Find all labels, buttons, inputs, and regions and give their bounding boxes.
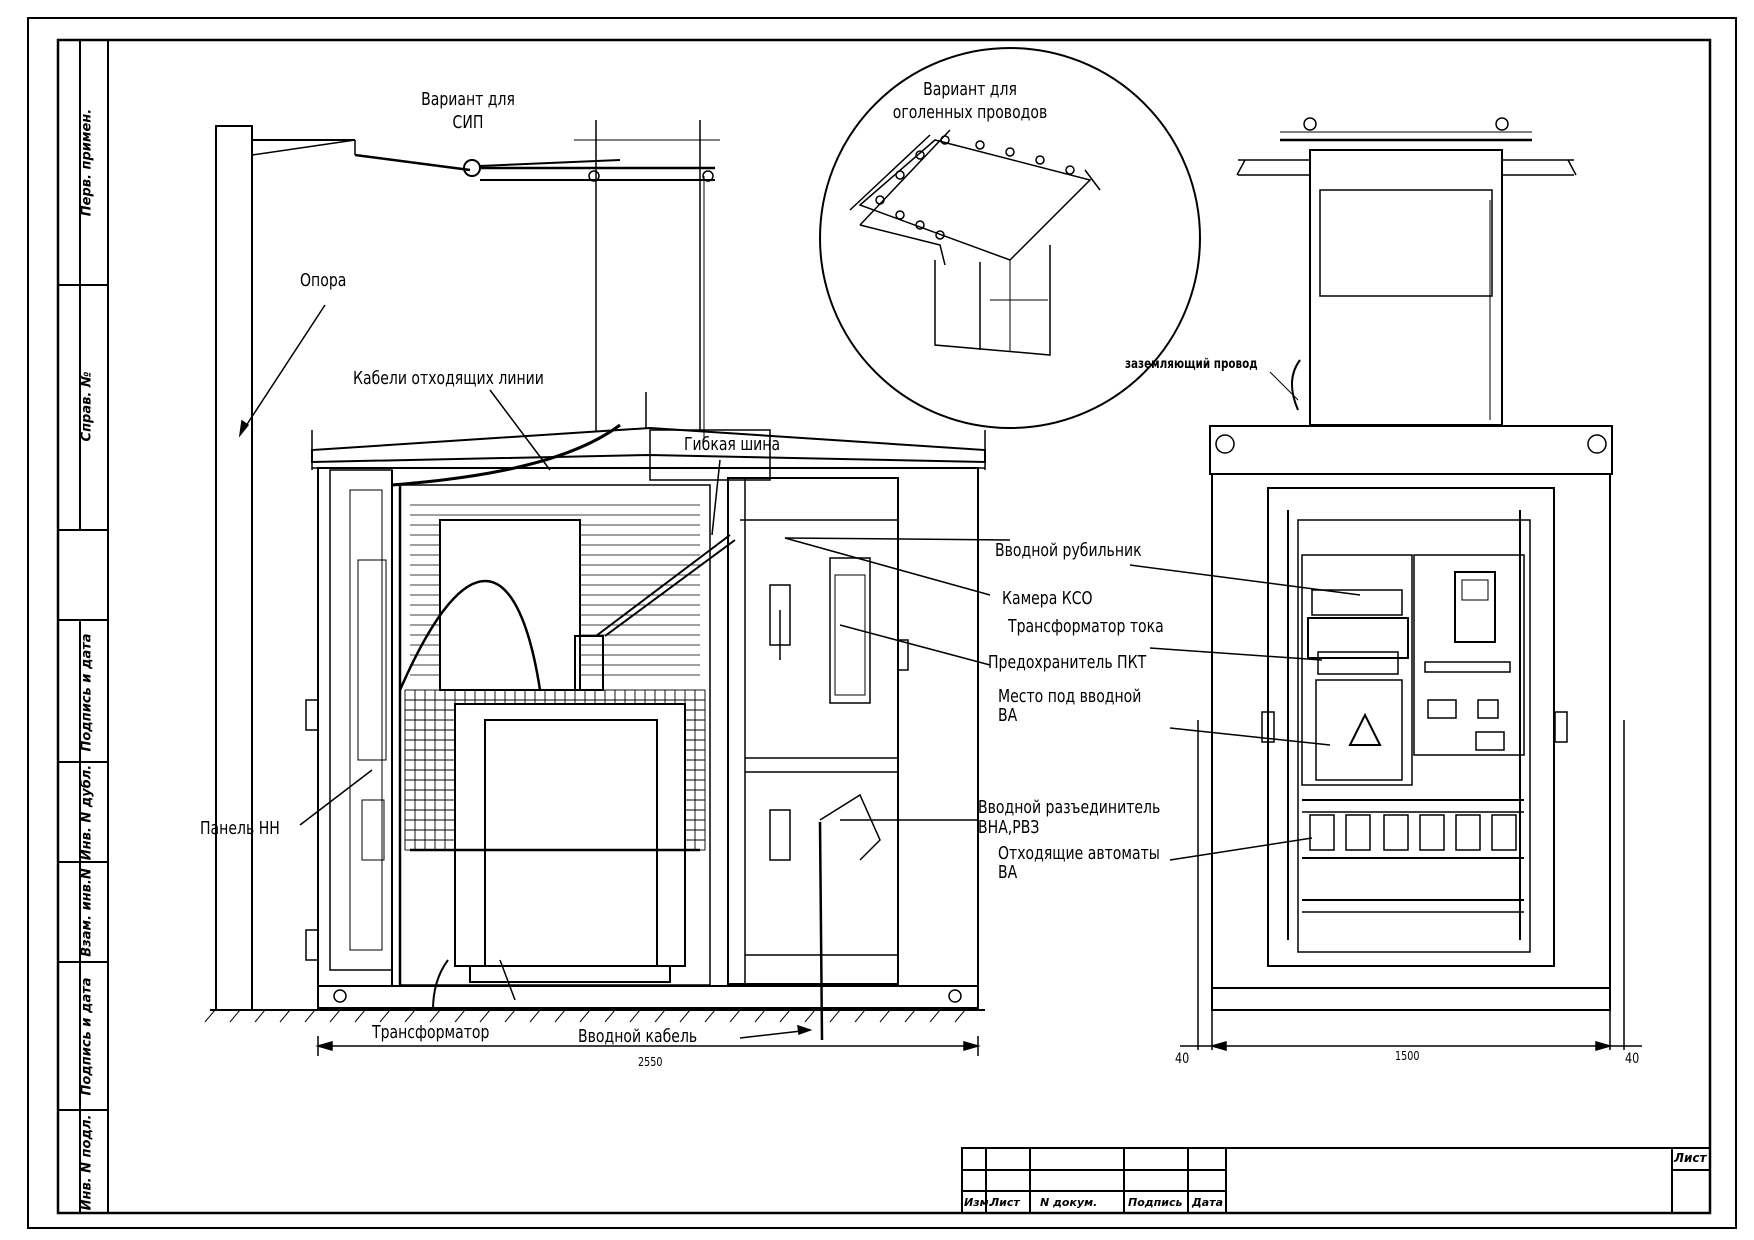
title-col-doc: N докум. — [1040, 1196, 1098, 1209]
label-opora: Опора — [300, 270, 347, 291]
title-col-date: Дата — [1192, 1196, 1224, 1209]
pole — [215, 125, 253, 1011]
label-input-breaker-place: Место под вводной ВА — [998, 686, 1142, 726]
stamp-cell-6: Подпись и дата — [79, 977, 95, 1096]
label-kso-chamber: Камера КСО — [1002, 588, 1093, 609]
label-input-disconnector: Вводной разъединитель ВНА,РВЗ — [978, 797, 1161, 838]
label-input-switch: Вводной рубильник — [995, 540, 1142, 561]
title-col-izm: Изм. — [964, 1196, 993, 1209]
label-variant-sip: Вариант для СИП — [421, 89, 515, 134]
label-cables-outgoing: Кабели отходящих линии — [353, 368, 544, 389]
stamp-cell-2: Справ. № — [79, 371, 95, 442]
dimension-right-40: 40 — [1625, 1051, 1640, 1067]
front-view — [1180, 117, 1642, 1051]
front-view-leaders — [784, 537, 1361, 861]
detail-title: Вариант для оголенных проводов — [892, 79, 1048, 124]
label-transformer: Трансформатор — [372, 1022, 490, 1043]
side-stamp-grid — [58, 40, 109, 1213]
detail-circle — [819, 47, 1201, 429]
stamp-cell-7: Инв. N подл. — [79, 1114, 95, 1211]
label-input-cable: Вводной кабель — [578, 1026, 698, 1047]
dimension-left-40: 40 — [1175, 1051, 1190, 1067]
title-col-list: Лист — [990, 1196, 1020, 1209]
front-body — [1211, 473, 1611, 989]
dimension-2550: 2550 — [638, 1055, 663, 1069]
label-outgoing-breakers: Отходящие автоматы ВА — [998, 843, 1160, 883]
stamp-cell-1: Перв. примен. — [79, 108, 95, 217]
label-current-transformer: Трансформатор тока — [1008, 616, 1164, 637]
label-flexible-bus: Гибкая шина — [684, 434, 781, 455]
side-view-leaders — [238, 304, 813, 1039]
detail-circle-view — [819, 47, 1201, 429]
outer-frame — [27, 17, 1737, 1229]
label-grounding-wire: заземляющий провод — [1125, 357, 1258, 372]
label-fuse-pkt: Предохранитель ПКТ — [988, 652, 1147, 673]
stamp-cell-5: Взам. инв.N — [79, 868, 95, 957]
drawing-frame — [56, 38, 1712, 1215]
title-col-sign: Подпись — [1128, 1196, 1183, 1209]
label-panel-nn: Панель НН — [200, 818, 280, 839]
title-block-grid — [961, 1147, 1711, 1214]
dimension-1500: 1500 — [1395, 1049, 1420, 1063]
side-view — [204, 120, 986, 1056]
title-sheet-label: Лист — [1674, 1151, 1707, 1165]
stamp-cell-3: Подпись и дата — [79, 633, 95, 752]
